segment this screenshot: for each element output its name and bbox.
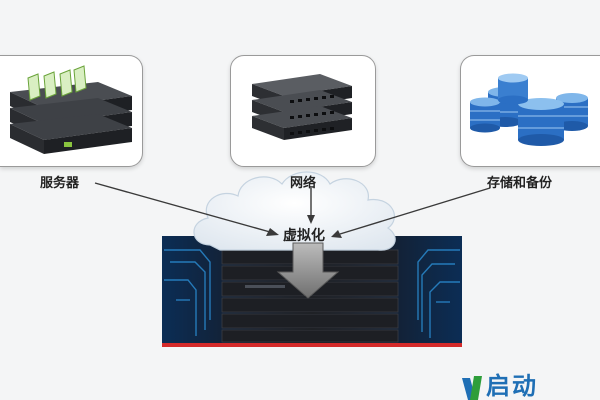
red-stripe — [162, 343, 462, 347]
down-arrow-icon — [276, 242, 340, 299]
virtualization-label: 虚拟化 — [283, 228, 325, 244]
logo-text: 启动 — [486, 372, 538, 400]
network-label: 网络 — [290, 176, 317, 191]
connector-arrows — [94, 182, 491, 235]
servers-to-virtualization-arrow — [94, 182, 271, 233]
cloud-shape — [193, 171, 396, 251]
database-cylinder — [470, 97, 500, 133]
database-storage-icon — [470, 73, 588, 146]
database-cylinder — [498, 73, 528, 105]
logo-mark — [462, 376, 482, 400]
network-switch-icon — [252, 74, 352, 140]
storage-label: 存储和备份 — [487, 176, 553, 191]
server-rack-icon — [10, 65, 132, 154]
servers-label: 服务器 — [40, 176, 80, 191]
storage-to-virtualization-arrow — [339, 187, 491, 235]
database-cylinder — [518, 98, 564, 146]
